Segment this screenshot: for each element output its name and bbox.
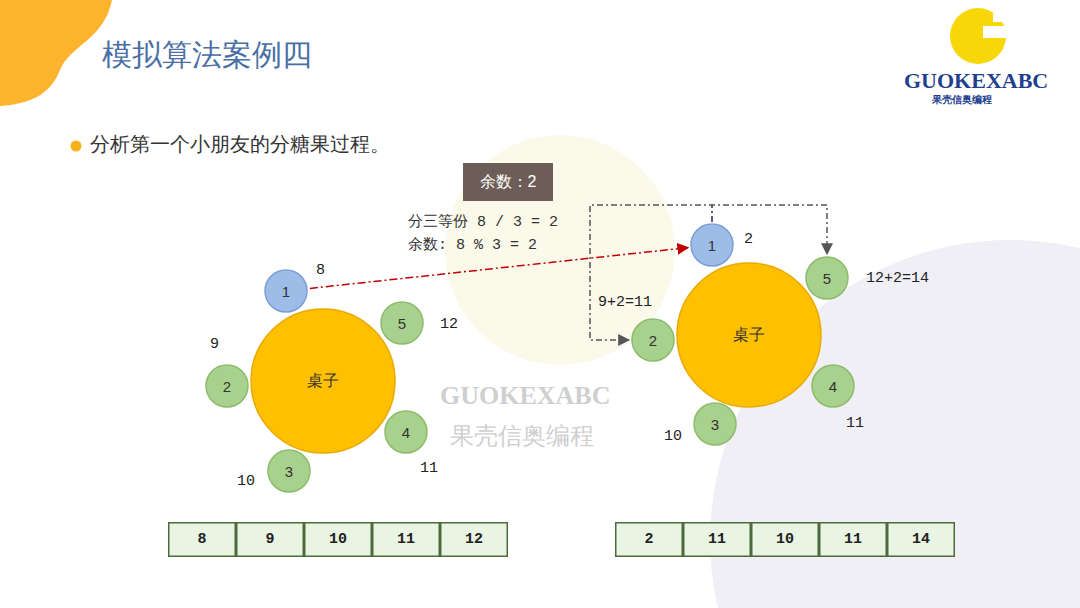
array-cell: 9 xyxy=(236,522,304,557)
note-text: 余数: 8 % 3 = 2 xyxy=(408,237,537,254)
node-text: 14 xyxy=(912,531,930,548)
bullet-dot xyxy=(71,141,82,152)
candy-count: 11 xyxy=(420,460,438,477)
array-cell: 11 xyxy=(372,522,440,557)
candy-count: 10 xyxy=(664,428,682,445)
node-text: 2 xyxy=(223,378,231,395)
child-circle: 4 xyxy=(384,410,428,454)
child-circle: 2 xyxy=(631,318,675,362)
candy-count: 10 xyxy=(237,473,255,490)
node-text: 桌子 xyxy=(733,325,765,346)
candy-count: 9+2=11 xyxy=(598,294,652,311)
table-circle: 桌子 xyxy=(250,308,396,454)
candy-count: 12+2=14 xyxy=(866,270,929,287)
candy-count: 2 xyxy=(744,231,753,248)
node-text: 10 xyxy=(776,531,794,548)
array-cell: 14 xyxy=(887,522,955,557)
watermark: 果壳信奥编程 xyxy=(450,422,594,450)
node-text: 1 xyxy=(282,283,290,300)
watermark: GUOKEXABC xyxy=(440,381,610,411)
candy-count: 8 xyxy=(316,262,325,279)
node-text: 8 xyxy=(197,531,206,548)
node-text: 5 xyxy=(398,315,406,332)
node-text: 2 xyxy=(649,332,657,349)
table-circle: 桌子 xyxy=(676,262,822,408)
node-text: 4 xyxy=(402,424,410,441)
child-circle: 2 xyxy=(205,364,249,408)
candy-count: 9 xyxy=(210,336,219,353)
node-text: 9 xyxy=(265,531,274,548)
logo-text: GUOKEXABC xyxy=(904,68,1048,93)
child-circle: 4 xyxy=(811,364,855,408)
child-circle: 3 xyxy=(267,449,311,493)
candy-count: 11 xyxy=(846,415,864,432)
bullet-text: 分析第一个小朋友的分糖果过程。 xyxy=(90,133,390,156)
node-text: 12 xyxy=(465,531,483,548)
logo-mark xyxy=(950,8,1007,64)
node-text: 余数：2 xyxy=(480,172,537,193)
note-text: 分三等份 8 / 3 = 2 xyxy=(408,214,558,231)
node-text: 10 xyxy=(329,531,347,548)
slide-title: 模拟算法案例四 xyxy=(102,38,312,73)
child-circle-first: 1 xyxy=(690,223,734,267)
remainder-box: 余数：2 xyxy=(463,163,553,201)
node-text: 11 xyxy=(708,531,726,548)
node-text: 5 xyxy=(823,270,831,287)
node-text: 3 xyxy=(711,416,719,433)
node-text: 2 xyxy=(644,531,653,548)
array-cell: 11 xyxy=(819,522,887,557)
corner-blob xyxy=(0,0,112,106)
node-text: 11 xyxy=(844,531,862,548)
node-text: 11 xyxy=(397,531,415,548)
node-text: 桌子 xyxy=(307,371,339,392)
array-cell: 10 xyxy=(304,522,372,557)
node-text: 3 xyxy=(285,463,293,480)
candy-count: 12 xyxy=(440,316,458,333)
array-cell: 11 xyxy=(683,522,751,557)
logo-subtext: 果壳信奥编程 xyxy=(932,94,992,106)
array-cell: 10 xyxy=(751,522,819,557)
node-text: 4 xyxy=(829,378,837,395)
child-circle: 3 xyxy=(693,402,737,446)
child-circle: 5 xyxy=(380,301,424,345)
child-circle: 5 xyxy=(805,256,849,300)
node-text: 1 xyxy=(708,237,716,254)
array-cell: 8 xyxy=(168,522,236,557)
child-circle-first: 1 xyxy=(264,269,308,313)
array-cell: 2 xyxy=(615,522,683,557)
array-cell: 12 xyxy=(440,522,508,557)
